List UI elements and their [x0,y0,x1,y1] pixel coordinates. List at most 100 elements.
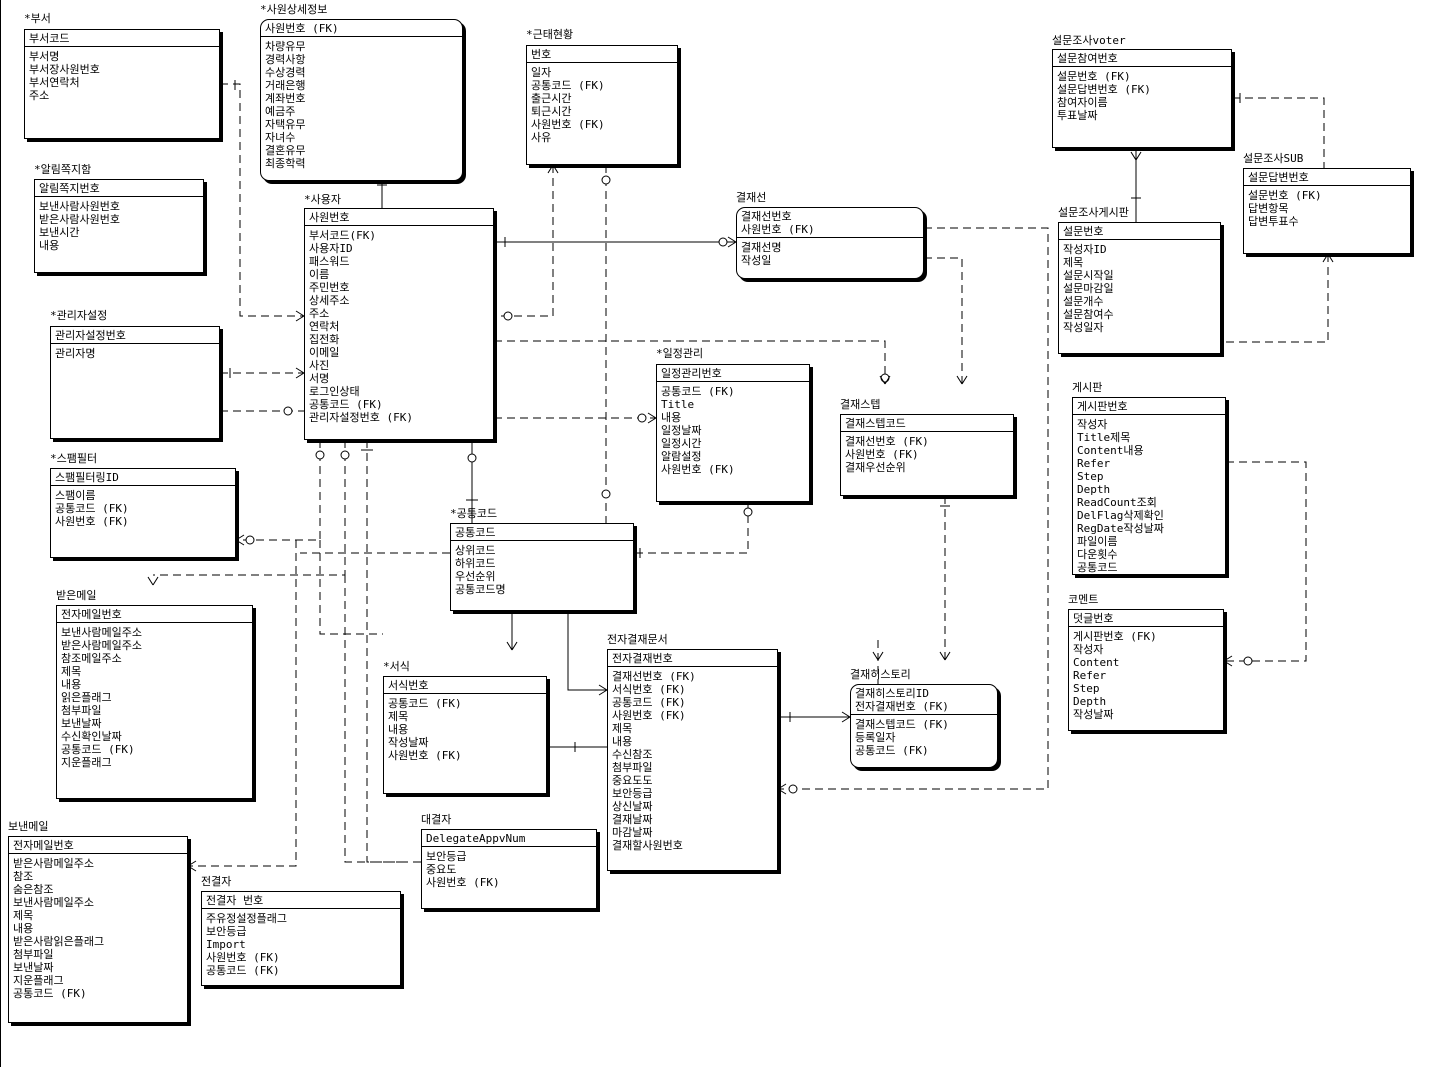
primary-key: 사원번호 [309,211,350,224]
entity-title-history: 결재히스토리 [850,668,911,681]
entity-pk-user: 사원번호 [305,209,493,226]
attribute: 자택유무 [265,118,306,131]
entity-title-approvalline: 결재선 [736,191,767,204]
relationship-line [1224,461,1307,662]
attribute: 첨부파일 [13,948,54,961]
primary-key: 전결자 번호 [206,894,264,907]
attribute: 작성일자 [1063,321,1104,334]
cardinality-mark [872,651,879,661]
attribute: 첨부파일 [612,761,653,774]
attribute: 받은사람메일주소 [13,857,94,870]
relationship-line [924,257,963,384]
attribute: 보낸사람메일주소 [13,896,94,909]
entity-title-user: *사용자 [304,193,341,206]
cardinality-mark [841,711,851,718]
entity-title-surveyboard: 설문조사게시판 [1058,206,1129,219]
relationship-line [1232,97,1325,168]
attribute: 설문개수 [1063,295,1104,308]
attribute: 보안등급 [426,850,467,863]
relationship-line [1221,254,1329,343]
relationship-line [494,340,886,384]
optional-mark [467,453,477,463]
entity-title-voter: 설문조사voter [1052,34,1126,47]
attribute: 상세주소 [309,294,350,307]
cardinality-mark [956,375,963,385]
attribute: Refer [1073,669,1107,682]
entity-pk-preapprover: 전결자 번호 [202,892,400,909]
entity-title-dept: *부서 [24,12,51,25]
attribute: 이름 [309,268,330,281]
primary-key: 관리자설정번호 [55,329,126,342]
attribute: 투표날짜 [1057,109,1098,122]
attribute: 공통코드 (FK) [531,79,605,92]
cardinality-mark [187,865,197,872]
cardinality-mark [235,539,245,546]
cardinality-mark [235,534,245,541]
attribute: 일정시간 [661,437,702,450]
attribute: 공통코드 [1077,561,1118,574]
entity-title-approvalstep: 결재스텝 [840,398,881,411]
attribute: 알람설정 [661,450,702,463]
attribute: ReadCount조회 [1077,496,1157,509]
entity-attributes-approvalstep: 결재선번호 (FK)사원번호 (FK)결재우선순위 [841,432,1013,477]
cardinality-mark [1223,655,1233,662]
attribute: 결재스텝코드 (FK) [855,718,949,731]
entity-pk-notice: 알림쪽지번호 [35,180,203,197]
attribute: 공통코드명 [455,583,506,596]
attribute: 결재할사원번호 [612,839,683,852]
cardinality-mark [877,651,884,661]
relationship-line [319,540,383,635]
attribute: 사원번호 (FK) [426,876,500,889]
attribute: 제목 [13,909,34,922]
entity-pk-board: 게시판번호 [1073,398,1225,415]
attribute: Step [1073,682,1100,695]
primary-key: 일정관리번호 [661,367,722,380]
attribute: 주소 [29,89,50,102]
attribute: 우선순위 [455,570,496,583]
primary-key: 스팸필터링ID [55,471,119,484]
entity-pk-form: 서식번호 [384,677,546,694]
attribute: 작성자 [1077,418,1108,431]
relationship-line [778,227,1049,790]
attribute: 부서명 [29,50,60,63]
attribute: 보낸날짜 [61,717,102,730]
primary-key: 설문참여번호 [1057,52,1118,65]
primary-key: 설문답변번호 [1248,171,1309,184]
entity-title-admin: *관리자설정 [50,309,108,322]
cardinality-mark [547,164,554,174]
attribute: 등록일자 [855,731,896,744]
entity-title-comment: 코멘트 [1068,593,1099,606]
attribute: 상위코드 [455,544,496,557]
primary-key: 사원번호 (FK) [265,22,339,35]
